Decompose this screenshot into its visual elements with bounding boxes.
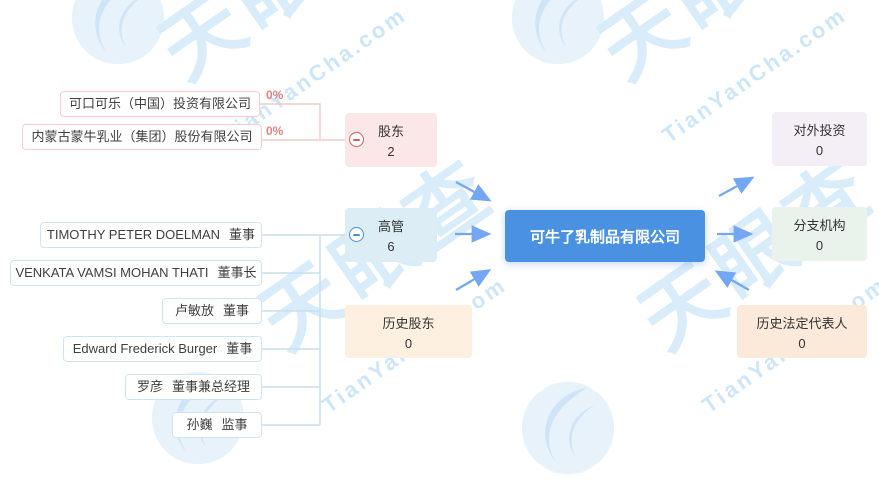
arrow-company-to-investment xyxy=(718,176,755,197)
executive-box[interactable]: 孙巍监事 xyxy=(172,412,262,438)
executive-role: 董事兼总经理 xyxy=(172,379,251,394)
executive-box[interactable]: 罗彦董事兼总经理 xyxy=(125,374,262,400)
node-label: 分支机构 xyxy=(793,218,846,233)
minus-bar xyxy=(353,138,360,141)
executive-box[interactable]: 卢敏放董事 xyxy=(162,298,262,324)
collapse-executives-icon[interactable] xyxy=(349,227,364,242)
node-count: 0 xyxy=(404,335,413,351)
executive-box[interactable]: Edward Frederick Burger 董事 xyxy=(63,336,262,362)
executive-name: TIMOTHY PETER DOELMAN xyxy=(46,227,221,242)
watermark-brand-text: 天眼查 xyxy=(144,0,411,96)
executive-name: 孙巍 xyxy=(186,417,213,432)
collapse-shareholders-icon[interactable] xyxy=(349,132,364,147)
node-count: 2 xyxy=(387,144,395,159)
tianyancha-logo-icon xyxy=(511,0,605,65)
executive-role: 董事长 xyxy=(217,265,257,280)
executive-name: VENKATA VAMSI MOHAN THATI xyxy=(15,265,209,280)
executive-name: Edward Frederick Burger xyxy=(72,341,218,356)
node-label: 历史股东 xyxy=(382,315,435,331)
node-label: 历史法定代表人 xyxy=(756,315,848,331)
node-label: 对外投资 xyxy=(793,123,846,138)
executive-role: 董事 xyxy=(229,227,256,242)
tianyancha-logo-icon xyxy=(521,381,615,475)
executive-box[interactable]: TIMOTHY PETER DOELMAN 董事 xyxy=(40,222,262,248)
share-percent-label: 0% xyxy=(266,124,284,138)
arrow-histlegal-to-company xyxy=(714,270,750,291)
node-history-shareholders[interactable]: 历史股东 0 xyxy=(345,305,472,358)
executive-role: 董事 xyxy=(226,341,253,356)
node-branches[interactable]: 分支机构 0 xyxy=(772,207,867,261)
tianyancha-logo-icon xyxy=(71,0,165,65)
executive-role: 董事 xyxy=(223,303,250,318)
executive-name: 罗彦 xyxy=(136,379,163,394)
node-label: 高管 xyxy=(377,219,404,234)
node-history-legal-rep[interactable]: 历史法定代表人 0 xyxy=(737,305,867,358)
company-node[interactable]: 可牛了乳制品有限公司 xyxy=(505,210,705,262)
node-outbound-investment[interactable]: 对外投资 0 xyxy=(772,112,867,166)
executive-name: 卢敏放 xyxy=(174,303,214,318)
node-count: 0 xyxy=(815,143,824,158)
executive-wire xyxy=(262,234,349,426)
node-count: 0 xyxy=(815,238,824,253)
executive-role: 监事 xyxy=(221,417,248,432)
shareholder-box[interactable]: 可口可乐（中国）投资有限公司 xyxy=(60,91,260,117)
watermark-brand-text: 天眼查 xyxy=(584,0,851,96)
arrow-histshareholder-to-company xyxy=(455,269,492,291)
node-count: 0 xyxy=(798,335,806,351)
executive-box[interactable]: VENKATA VAMSI MOHAN THATI 董事长 xyxy=(10,260,262,286)
minus-bar xyxy=(353,233,360,236)
node-count: 6 xyxy=(387,239,395,254)
share-percent-label: 0% xyxy=(266,88,284,102)
shareholder-box[interactable]: 内蒙古蒙牛乳业（集团）股份有限公司 xyxy=(22,124,262,150)
node-label: 股东 xyxy=(377,124,404,139)
arrow-shareholder-to-company xyxy=(455,181,492,202)
